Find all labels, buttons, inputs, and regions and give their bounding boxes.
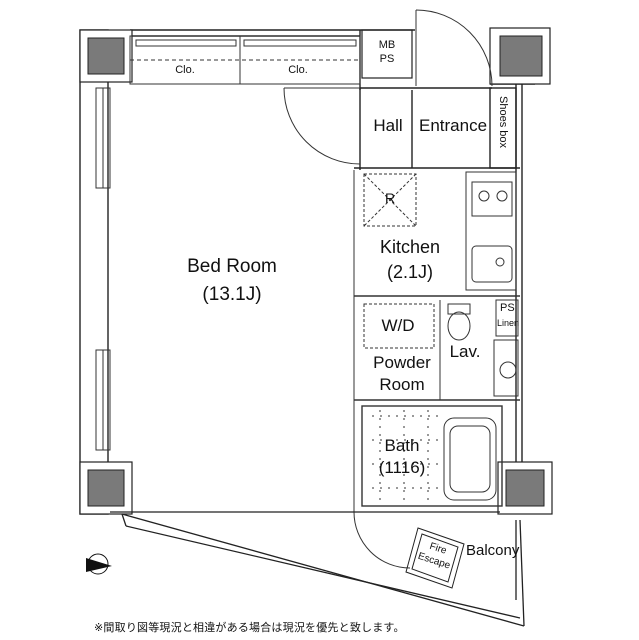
left-windows	[79, 87, 111, 451]
powder-room-line1: Powder	[373, 353, 431, 372]
bath-name: Bath	[384, 436, 420, 455]
column-top-left	[79, 29, 133, 83]
entrance-label: Entrance	[418, 116, 488, 135]
hall-label: Hall	[373, 116, 403, 135]
mbps-line1: MB	[378, 39, 396, 51]
entrance-door	[415, 9, 493, 87]
linen-label: Linen	[497, 318, 520, 328]
range-hood-label: R	[384, 190, 396, 206]
closet-label-2: Clo.	[288, 64, 308, 76]
column-top-right	[489, 27, 551, 85]
north-arrow-icon	[86, 553, 112, 575]
bath-area	[361, 405, 503, 507]
closet-label-1: Clo.	[175, 64, 195, 76]
mbps-box	[361, 29, 413, 79]
ps-label: PS	[500, 302, 515, 314]
balcony-label: Balcony	[466, 542, 520, 559]
mbps-label: MB PS	[379, 38, 396, 66]
bath-door	[353, 511, 411, 569]
kitchen-name: Kitchen	[379, 237, 441, 257]
bath-size: (1116)	[378, 458, 426, 477]
balcony-wall	[110, 511, 525, 627]
powder-room-line2: Room	[379, 375, 425, 394]
column-bottom-right	[497, 461, 553, 515]
powder-room-label: Powder Room	[373, 352, 431, 396]
disclaimer-note: ※間取り図等現況と相違がある場合は現況を優先と致します。	[94, 621, 405, 634]
kitchen-area	[353, 170, 520, 512]
bedroom-door	[283, 87, 361, 165]
outer-walls	[79, 29, 535, 515]
lav-label: Lav.	[449, 342, 481, 361]
powder-room-fixtures	[354, 299, 520, 401]
kitchen-size: (2.1J)	[386, 262, 434, 282]
shoes-box-label: Shoes box	[497, 96, 509, 148]
column-bottom-left	[79, 461, 133, 515]
bedroom-name: Bed Room	[187, 256, 277, 277]
washer-label: W/D	[381, 316, 415, 335]
bedroom-size: (13.1J)	[202, 284, 262, 305]
closets	[129, 35, 361, 85]
mbps-line2: PS	[379, 53, 395, 65]
hall-walls	[354, 87, 520, 170]
fire-escape-hatch	[405, 527, 465, 589]
